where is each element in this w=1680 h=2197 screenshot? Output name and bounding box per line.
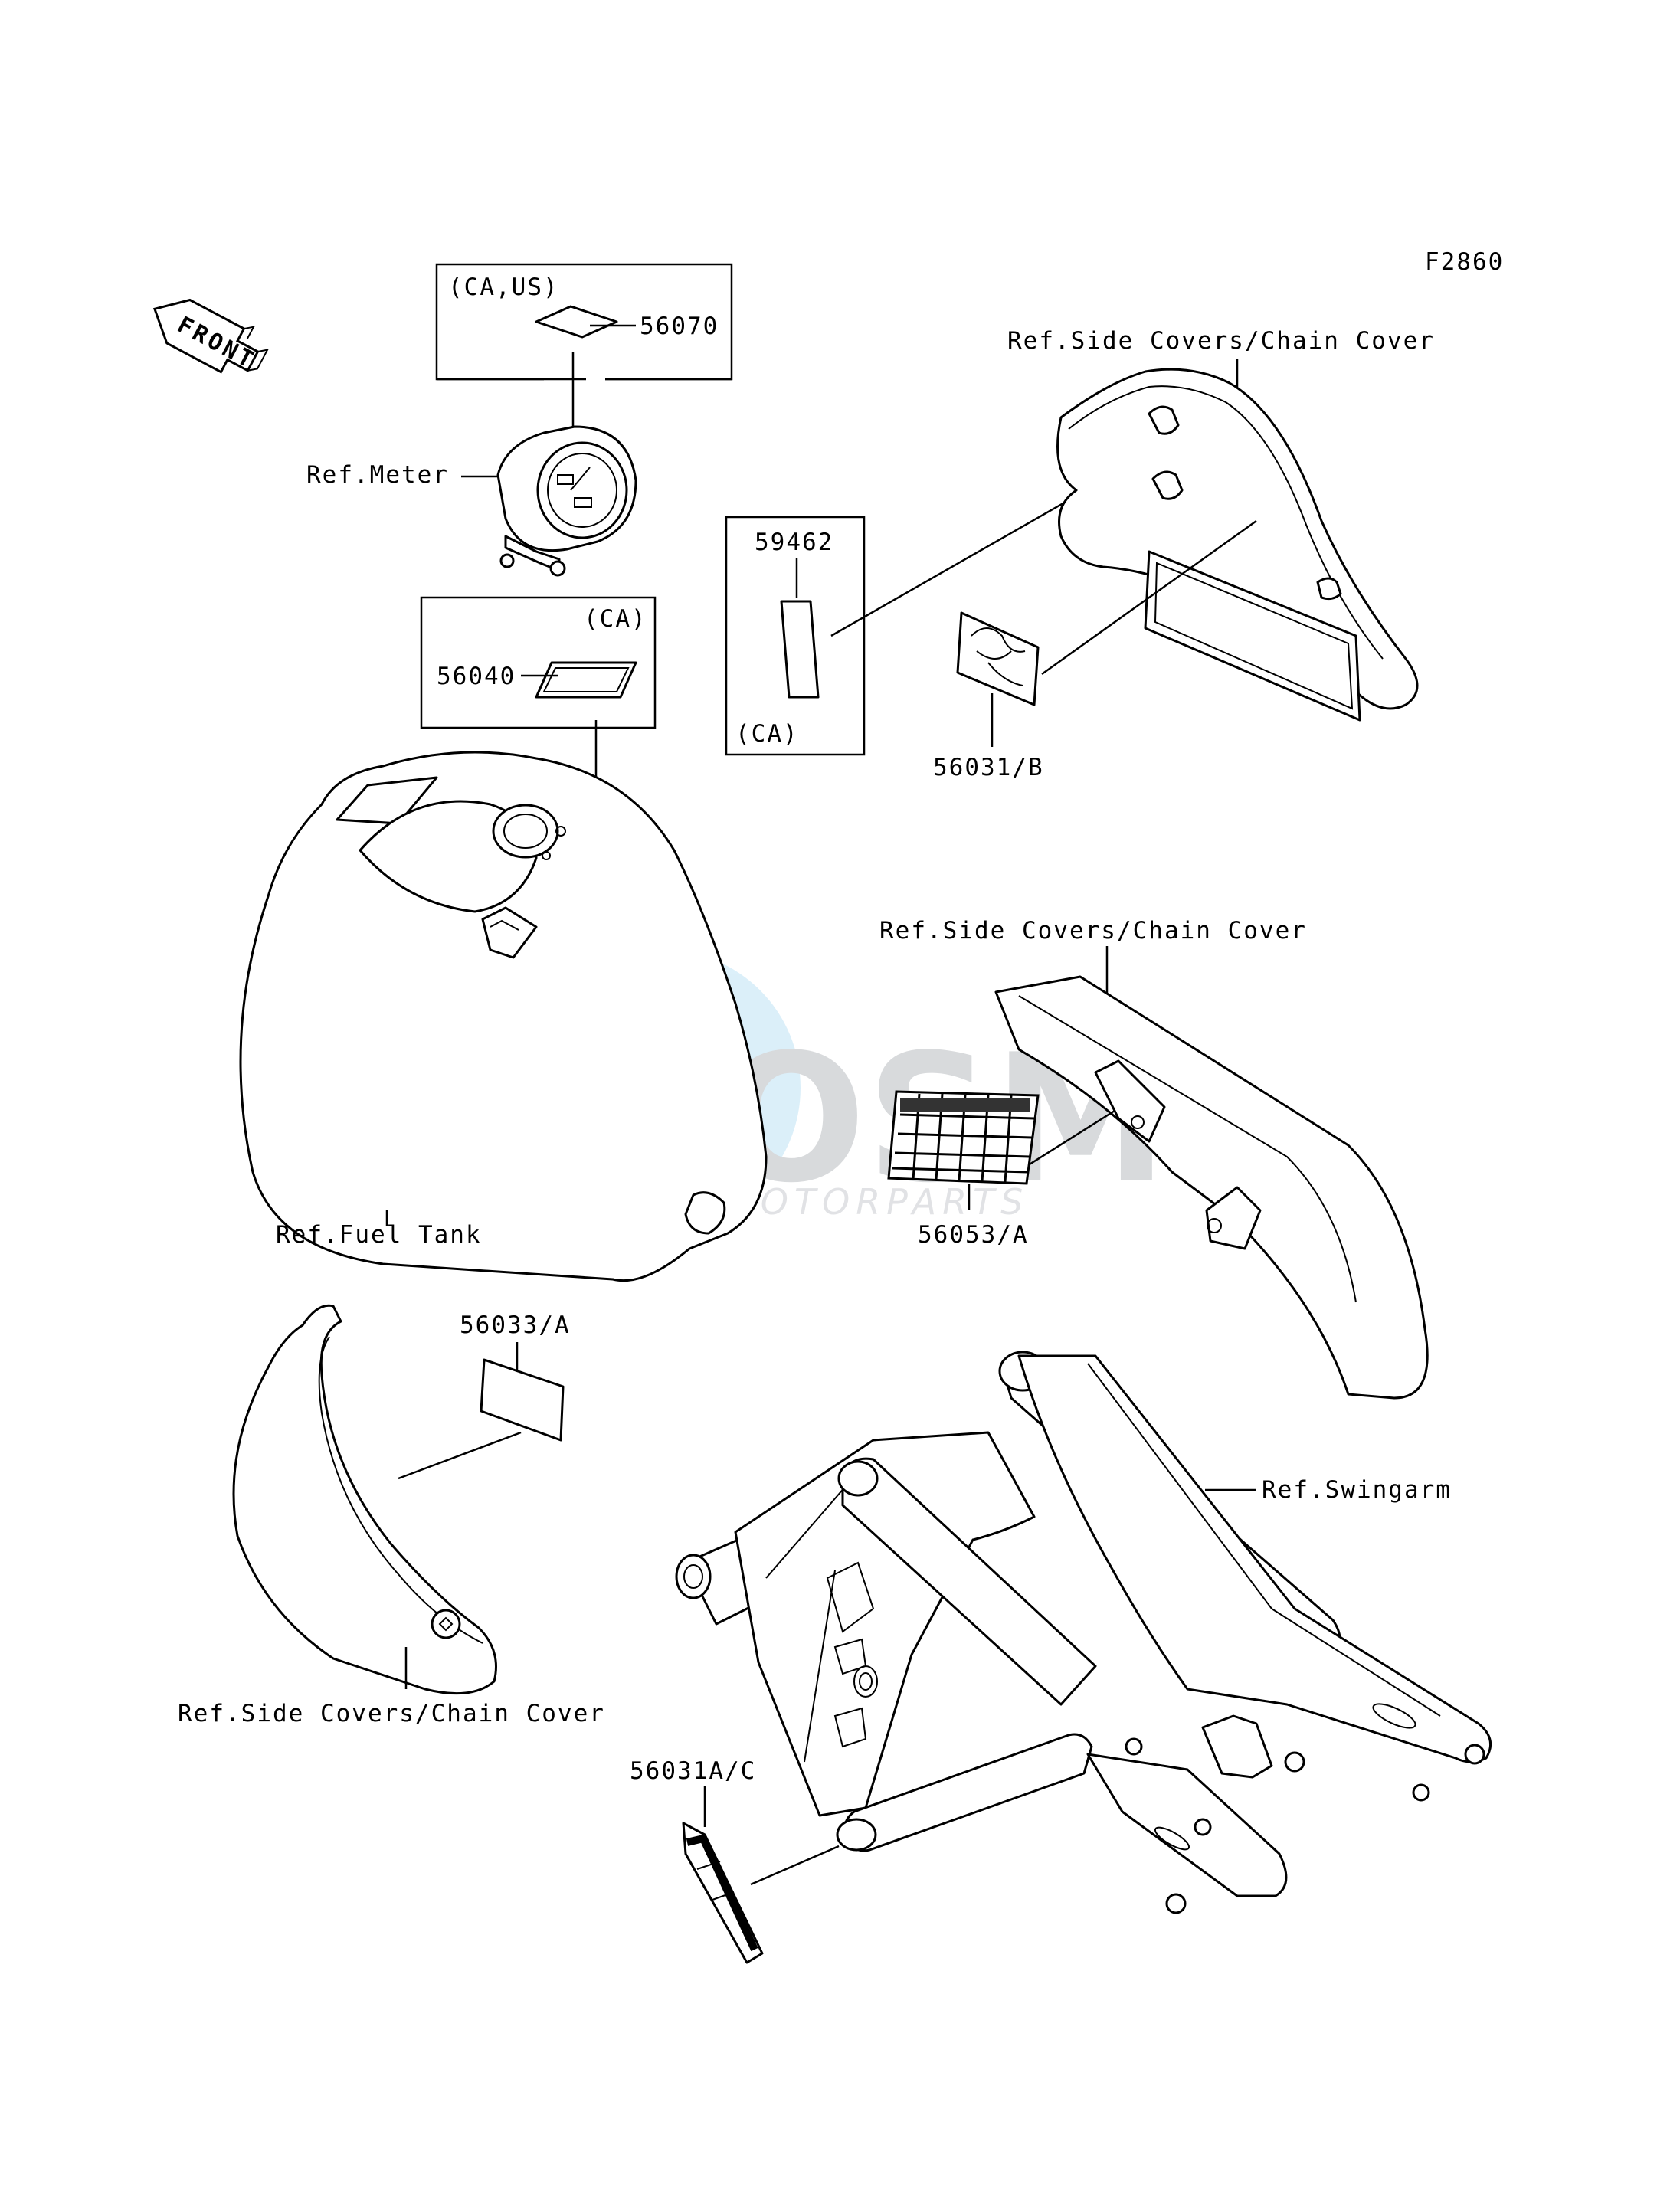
sticker-59462-icon [780,600,820,699]
region-ca-2-label: (CA) [735,720,799,748]
sticker-56040-icon [535,661,637,699]
sticker-56070-icon [535,305,618,339]
part-56040-label: 56040 [437,663,516,690]
part-56031ac-label: 56031A/C [630,1757,756,1785]
part-56033a-label: 56033/A [460,1311,571,1339]
region-ca-1-label: (CA) [584,605,647,633]
part-56031b-label: 56031/B [933,754,1044,781]
figure-code: F2860 [1425,248,1504,276]
ref-side-covers-1-label: Ref.Side Covers/Chain Cover [1007,327,1435,355]
front-arrow-icon: FRONT [152,298,269,375]
fuel-tank-drawing: Ref.Fuel Tank [239,751,768,1282]
callout-59462-group: 59462 (CA) [725,450,1154,756]
sticker-56033a-icon [480,1358,565,1442]
meter-drawing: Ref.Meter [306,425,637,577]
part-56053a-label: 56053/A [918,1221,1029,1249]
callout-56031b-group: 56031/B [933,611,1044,781]
callout-56031ac-group: 56031A/C [630,1757,840,1964]
region-ca-us-label: (CA,US) [448,273,559,301]
part-59462-label: 59462 [755,529,833,556]
side-cover-upper-drawing: Ref.Side Covers/Chain Cover [1007,327,1435,722]
callout-56033a-group: 56033/A [306,1311,571,1513]
watermark-sub: MOTORPARTS [724,1181,1029,1223]
ref-meter-label: Ref.Meter [306,461,449,489]
side-cover-lower-drawing: Ref.Side Covers/Chain Cover [178,1304,605,1727]
part-56070-label: 56070 [640,313,719,340]
ref-side-covers-3-label: Ref.Side Covers/Chain Cover [178,1700,605,1727]
swingarm-drawing: Ref.Swingarm [675,1351,1492,1914]
ref-side-covers-2-label: Ref.Side Covers/Chain Cover [879,917,1307,945]
callout-56040-group: (CA) 56040 [420,596,657,889]
callout-56053a-group: 56053/A [887,1090,1040,1249]
side-cover-middle-drawing: Ref.Side Covers/Chain Cover [879,917,1429,1400]
ref-fuel-tank-label: Ref.Fuel Tank [276,1221,482,1249]
ref-swingarm-label: Ref.Swingarm [1262,1476,1452,1504]
